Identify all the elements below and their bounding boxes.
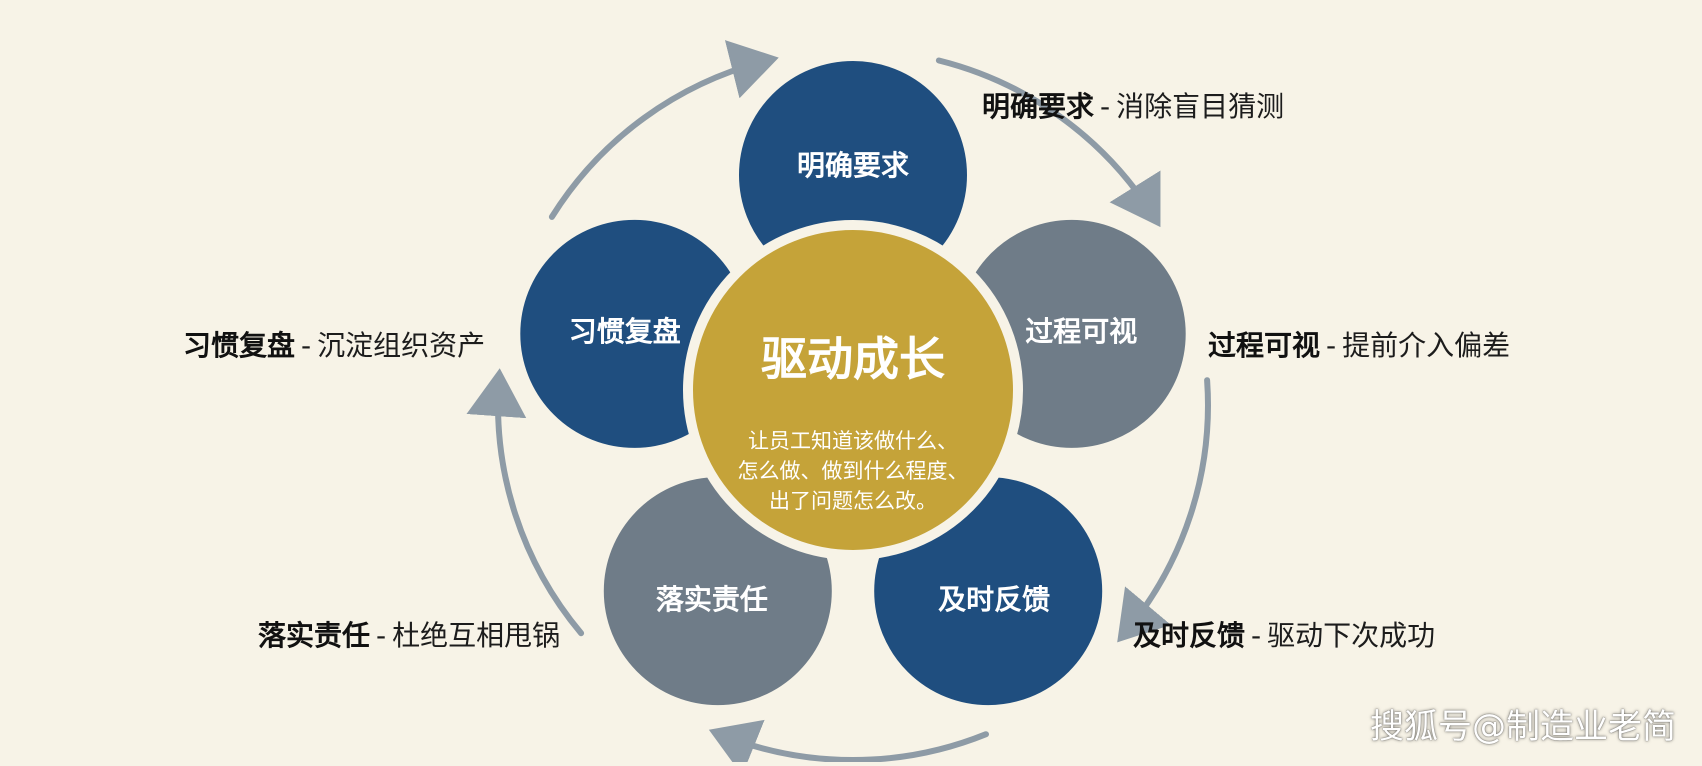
petal-1-label: 明确要求 bbox=[797, 149, 909, 182]
petal-3-label: 及时反馈 bbox=[938, 583, 1050, 616]
step-5-caption-desc: 沉淀组织资产 bbox=[317, 329, 486, 362]
step-3-caption-title: 及时反馈 bbox=[1133, 619, 1246, 652]
center-line-1: 让员工知道该做什么、 bbox=[748, 429, 958, 453]
cycle-arrow-4 bbox=[466, 368, 585, 637]
step-5-caption: 习惯复盘-沉淀组织资产 bbox=[183, 332, 485, 360]
step-4-caption-desc: 杜绝互相甩锅 bbox=[392, 619, 561, 652]
step-1-caption: 明确要求-消除盲目猜测 bbox=[982, 93, 1284, 121]
watermark: 搜狐号@制造业老简 bbox=[1370, 707, 1676, 747]
center-circle bbox=[683, 220, 1023, 560]
cycle-arrow-1 bbox=[935, 57, 1161, 228]
center-title: 驱动成长 bbox=[761, 332, 945, 386]
cycle-arrow-5 bbox=[548, 40, 779, 220]
step-2-caption-desc: 提前介入偏差 bbox=[1342, 329, 1511, 362]
step-5-caption-title: 习惯复盘 bbox=[183, 329, 296, 362]
step-3-caption-desc: 驱动下次成功 bbox=[1267, 619, 1436, 652]
petal-5-label: 习惯复盘 bbox=[569, 315, 681, 348]
center-line-2: 怎么做、做到什么程度、 bbox=[738, 459, 969, 483]
step-3-caption: 及时反馈-驱动下次成功 bbox=[1133, 622, 1435, 650]
petal-2-label: 过程可视 bbox=[1025, 315, 1137, 348]
caption-separator: - bbox=[376, 619, 387, 652]
step-4-caption-title: 落实责任 bbox=[258, 619, 371, 652]
caption-separator: - bbox=[1100, 90, 1111, 123]
step-2-caption-title: 过程可视 bbox=[1208, 329, 1321, 362]
caption-separator: - bbox=[301, 329, 312, 362]
center-line-3: 出了问题怎么改。 bbox=[769, 489, 937, 513]
petal-4-label: 落实责任 bbox=[656, 583, 768, 616]
step-1-caption-title: 明确要求 bbox=[982, 90, 1095, 123]
step-4-caption: 落实责任-杜绝互相甩锅 bbox=[258, 622, 560, 650]
step-1-caption-desc: 消除盲目猜测 bbox=[1116, 90, 1285, 123]
caption-separator: - bbox=[1251, 619, 1262, 652]
cycle-arrow-3 bbox=[708, 719, 989, 766]
step-2-caption: 过程可视-提前介入偏差 bbox=[1208, 332, 1510, 360]
cycle-arrow-2 bbox=[1117, 377, 1211, 643]
caption-separator: - bbox=[1326, 329, 1337, 362]
